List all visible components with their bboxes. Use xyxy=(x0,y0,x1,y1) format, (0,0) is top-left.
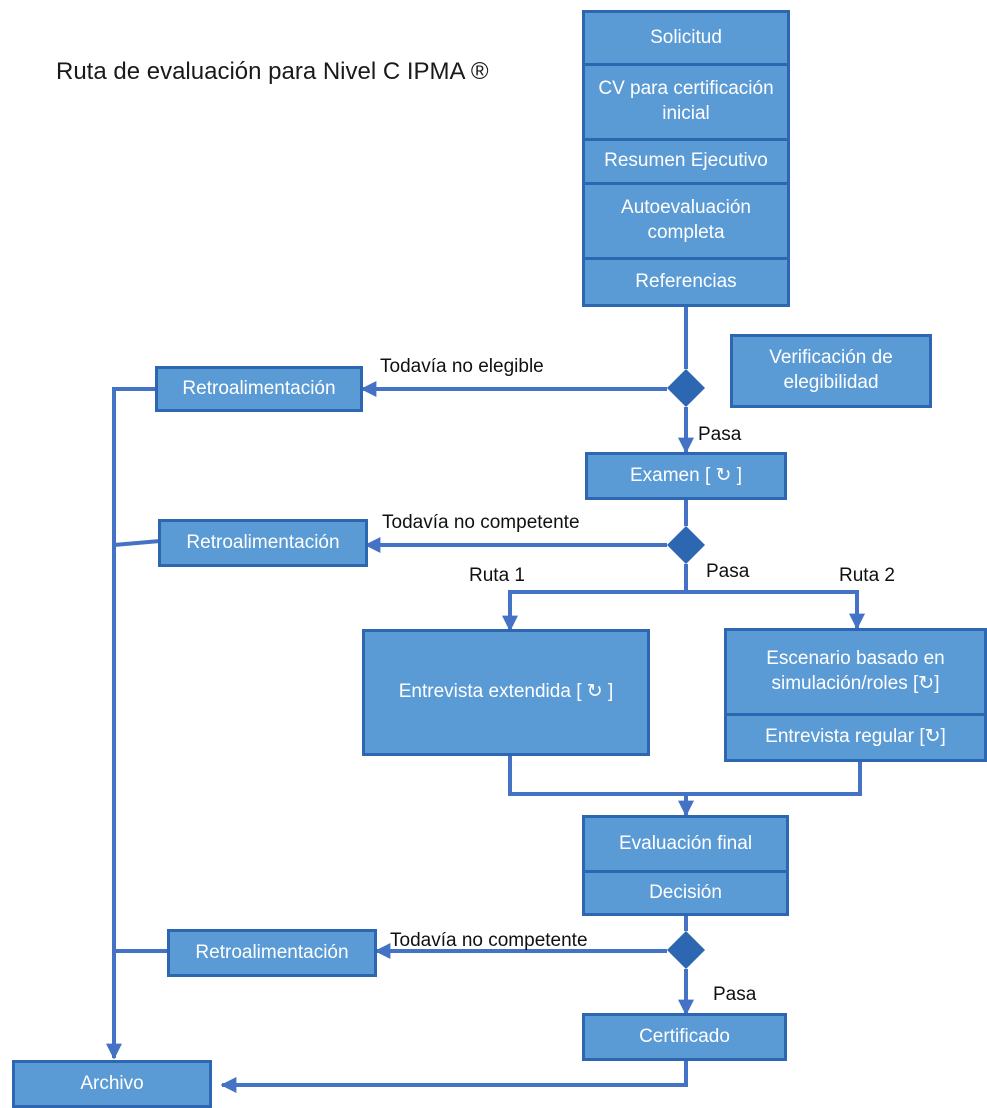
decision-diamond-exam xyxy=(667,526,705,564)
box-solicitud: Solicitud xyxy=(582,10,790,66)
connector-split xyxy=(508,590,859,629)
label-not-competent-1: Todavía no competente xyxy=(382,512,580,533)
box-retroalimentacion-1: Retroalimentación xyxy=(155,366,363,412)
connector-certificate-to-archive xyxy=(220,1060,688,1093)
box-entrevista-extendida: Entrevista extendida [ ↻ ] xyxy=(362,629,650,756)
connector-feedback1-to-archive xyxy=(112,387,157,1057)
decision-diamond-eligibility xyxy=(667,369,705,407)
label-pass-1: Pasa xyxy=(698,424,742,445)
box-autoevaluacion: Autoevaluación completa xyxy=(582,182,790,260)
box-referencias: Referencias xyxy=(582,257,790,307)
box-cv-certificacion: CV para certificación inicial xyxy=(582,63,790,141)
box-verificacion-elegibilidad: Verificación de elegibilidad xyxy=(730,334,932,408)
label-route-2: Ruta 2 xyxy=(839,565,895,586)
label-not-competent-2: Todavía no competente xyxy=(390,930,588,951)
box-examen: Examen [ ↻ ] xyxy=(585,452,787,500)
label-route-1: Ruta 1 xyxy=(469,565,525,586)
box-retroalimentacion-3: Retroalimentación xyxy=(167,929,377,977)
box-escenario-simulacion: Escenario basado en simulación/roles [↻] xyxy=(724,628,987,716)
box-entrevista-regular: Entrevista regular [↻] xyxy=(724,713,987,762)
decision-diamond-final xyxy=(667,931,705,969)
box-decision: Decisión xyxy=(582,870,789,916)
label-not-eligible: Todavía no elegible xyxy=(380,356,544,377)
diagram-title: Ruta de evaluación para Nivel C IPMA ® xyxy=(56,58,489,85)
connector-feedback2-to-collector xyxy=(113,539,161,547)
box-resumen-ejecutivo: Resumen Ejecutivo xyxy=(582,138,790,185)
box-retroalimentacion-2: Retroalimentación xyxy=(158,519,368,567)
box-certificado: Certificado xyxy=(582,1013,787,1061)
box-evaluacion-final: Evaluación final xyxy=(582,815,789,873)
box-archivo: Archivo xyxy=(12,1060,212,1108)
label-pass-2: Pasa xyxy=(706,561,750,582)
label-pass-3: Pasa xyxy=(713,984,757,1005)
